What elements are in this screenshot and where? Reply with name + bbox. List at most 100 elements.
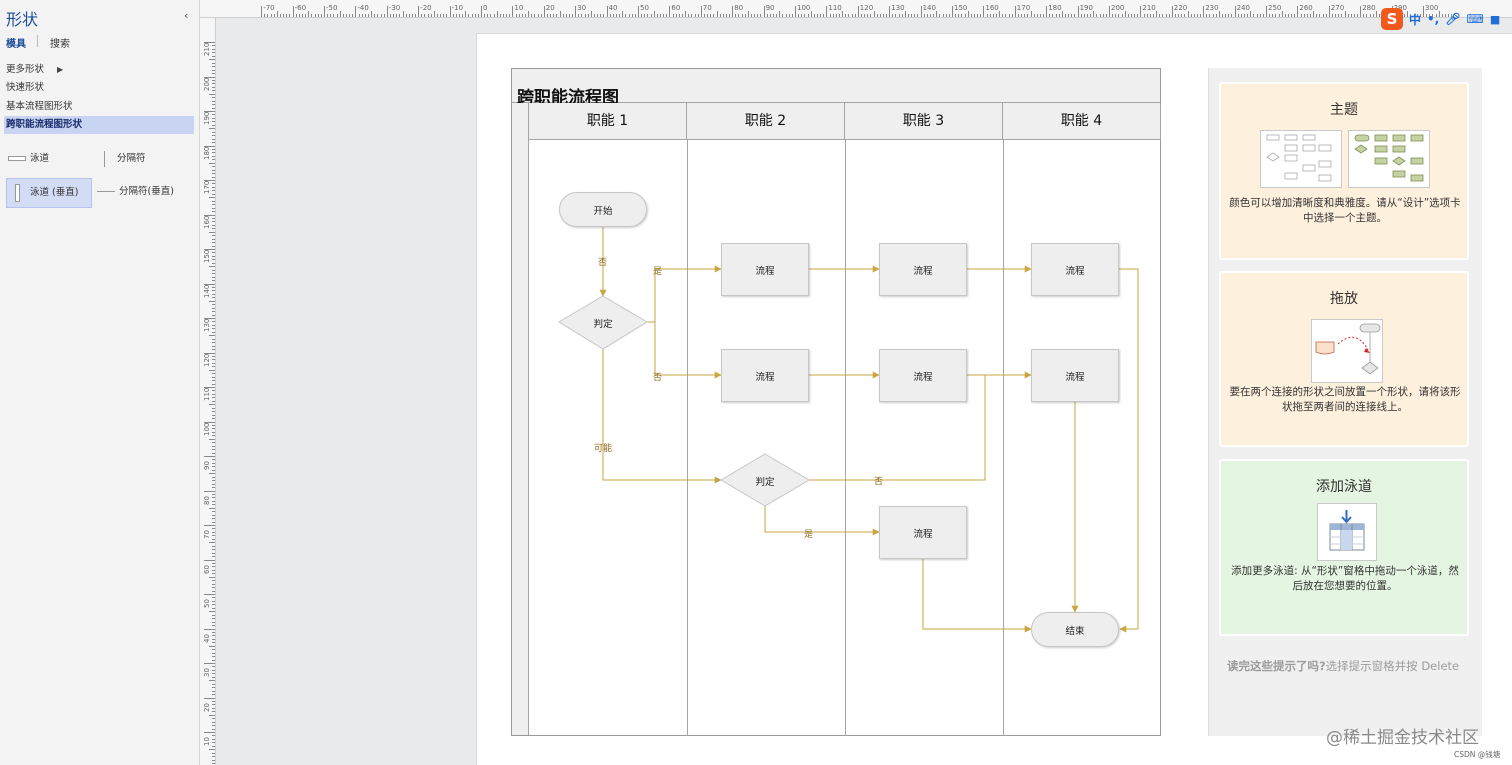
- ruler-major-tick: [204, 594, 215, 595]
- ruler-minor-tick: [212, 297, 215, 299]
- ime-language-toggle[interactable]: 中: [1409, 12, 1422, 27]
- ruler-minor-tick: [446, 14, 448, 17]
- ruler-minor-tick: [1115, 14, 1117, 17]
- ruler-major-tick: [1109, 6, 1110, 17]
- shirt-icon[interactable]: ■: [1489, 12, 1501, 26]
- ruler-minor-tick: [550, 14, 552, 17]
- ruler-label: 270: [1330, 4, 1345, 12]
- end-terminator[interactable]: 结束: [1031, 612, 1119, 647]
- lane-header-2[interactable]: 职能 2: [687, 103, 845, 140]
- ruler-label: 50: [640, 4, 649, 12]
- ruler-minor-tick: [1159, 14, 1161, 17]
- ruler-minor-tick: [1253, 14, 1255, 17]
- process-box[interactable]: 流程: [1031, 349, 1119, 402]
- ruler-minor-tick: [776, 14, 778, 17]
- tab-stencils[interactable]: 模具: [6, 39, 26, 50]
- ruler-major-tick: [1077, 6, 1079, 17]
- ruler-minor-tick: [964, 14, 966, 17]
- ruler-major-tick: [292, 6, 294, 17]
- ruler-label: 80: [734, 4, 744, 12]
- ruler-major-tick: [449, 6, 451, 17]
- process-box[interactable]: 流程: [879, 349, 967, 402]
- ruler-minor-tick: [556, 14, 558, 17]
- ruler-minor-tick: [212, 711, 215, 713]
- lane-divider: [687, 140, 688, 736]
- process-box[interactable]: 流程: [721, 243, 809, 296]
- keyboard-icon[interactable]: ⌨: [1466, 12, 1484, 26]
- ruler-minor-tick: [212, 459, 215, 461]
- ruler-minor-tick: [212, 738, 215, 740]
- ruler-minor-tick: [757, 14, 759, 17]
- shape-separator[interactable]: 分隔符: [100, 145, 195, 173]
- ruler-minor-tick: [212, 411, 215, 413]
- ruler-minor-tick: [710, 14, 712, 17]
- ruler-label: 10: [514, 4, 524, 12]
- ruler-minor-tick: [854, 14, 856, 17]
- ruler-minor-tick: [672, 14, 674, 17]
- tab-search[interactable]: 搜索: [50, 39, 70, 50]
- decision-label-2[interactable]: 判定: [755, 477, 775, 488]
- process-box[interactable]: 流程: [879, 243, 967, 296]
- lane-header-1[interactable]: 职能 1: [529, 103, 687, 140]
- ruler-minor-tick: [212, 442, 215, 444]
- ruler-label: 170: [203, 180, 211, 194]
- lane-header-3[interactable]: 职能 3: [845, 103, 1003, 140]
- ruler-major-tick: [386, 6, 388, 17]
- ruler-minor-tick: [754, 14, 756, 17]
- ruler-minor-tick: [816, 14, 818, 17]
- ruler-major-tick: [700, 6, 702, 17]
- stencil-quick-shapes[interactable]: 快速形状: [6, 82, 45, 93]
- stencil-cross-functional[interactable]: 跨职能流程图形状: [4, 116, 194, 134]
- ruler-major-tick: [857, 6, 859, 17]
- ruler-minor-tick: [209, 59, 215, 61]
- process-box[interactable]: 流程: [721, 349, 809, 402]
- shape-swimlane-vertical[interactable]: 泳道 (垂直): [6, 178, 92, 208]
- ruler-minor-tick: [1124, 11, 1126, 17]
- ruler-major-tick: [204, 249, 215, 250]
- ruler-minor-tick: [212, 511, 215, 513]
- ruler-minor-tick: [209, 438, 215, 440]
- start-terminator[interactable]: 开始: [559, 192, 647, 227]
- ruler-minor-tick: [1093, 11, 1095, 17]
- ruler-minor-tick: [788, 14, 790, 17]
- ruler-minor-tick: [1272, 14, 1274, 17]
- stencil-basic-flowchart[interactable]: 基本流程图形状: [6, 101, 73, 112]
- ruler-minor-tick: [650, 14, 652, 17]
- shape-separator-vertical[interactable]: 分隔符(垂直): [95, 178, 198, 206]
- chevron-right-icon: ▶: [57, 65, 64, 74]
- ime-punctuation-toggle[interactable]: •,: [1427, 12, 1440, 26]
- ruler-minor-tick: [212, 286, 215, 288]
- ruler-minor-tick: [572, 14, 574, 17]
- ruler-minor-tick: [838, 14, 840, 17]
- connector-label-maybe: 可能: [594, 444, 613, 454]
- ruler-minor-tick: [212, 483, 215, 485]
- chevron-left-icon[interactable]: ‹: [184, 9, 189, 22]
- sogou-logo-icon[interactable]: S: [1381, 8, 1403, 30]
- flowchart-title-bar[interactable]: 跨职能流程图: [512, 69, 1160, 108]
- ruler-minor-tick: [892, 14, 894, 17]
- ruler-minor-tick: [342, 14, 344, 17]
- ruler-minor-tick: [212, 735, 215, 737]
- ruler-minor-tick: [212, 397, 215, 399]
- ruler-minor-tick: [1353, 14, 1355, 17]
- decision-label-1[interactable]: 判定: [593, 319, 613, 330]
- ruler-minor-tick: [314, 14, 316, 17]
- ruler-minor-tick: [421, 14, 423, 17]
- ruler-minor-tick: [212, 690, 215, 692]
- shape-swimlane[interactable]: 泳道: [6, 145, 96, 173]
- lane-header-4[interactable]: 职能 4: [1003, 103, 1161, 140]
- ruler-minor-tick: [600, 14, 602, 17]
- process-box[interactable]: 流程: [1031, 243, 1119, 296]
- microphone-icon[interactable]: 🎤︎: [1445, 12, 1461, 26]
- process-box[interactable]: 流程: [879, 506, 967, 559]
- stencil-more-shapes[interactable]: 更多形状: [6, 64, 45, 75]
- tips-pane[interactable]: 主题: [1208, 68, 1482, 736]
- ruler-minor-tick: [212, 159, 215, 161]
- ruler-major-tick: [204, 559, 215, 561]
- ruler-minor-tick: [209, 645, 215, 647]
- ruler-label: 120: [203, 353, 211, 367]
- ruler-minor-tick: [1281, 11, 1283, 17]
- ruler-minor-tick: [659, 14, 661, 17]
